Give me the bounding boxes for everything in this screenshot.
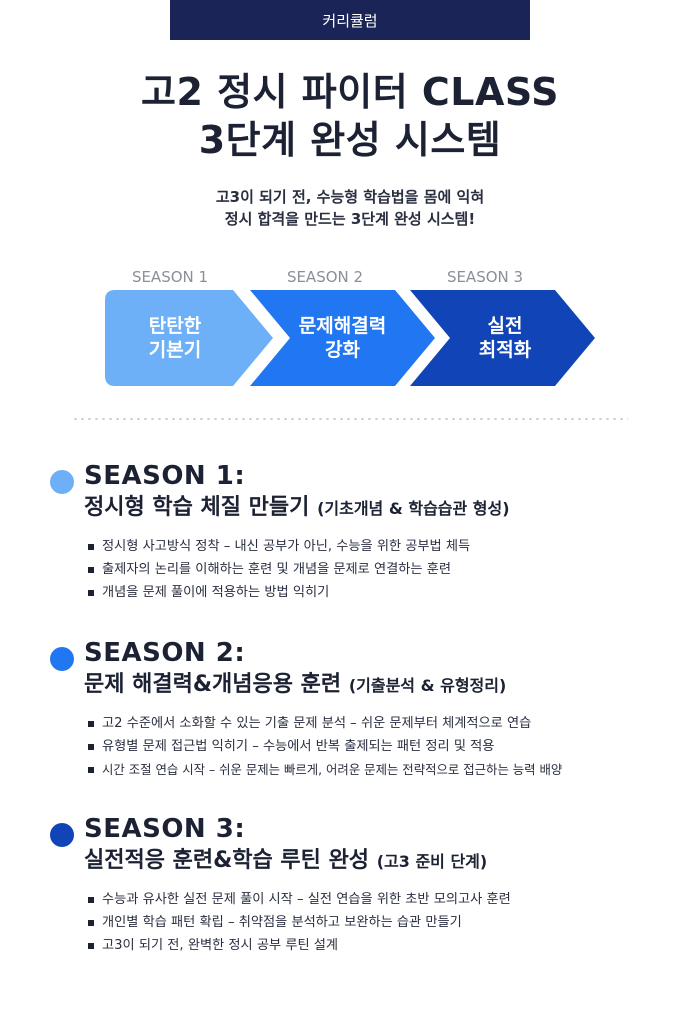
list-item: 시간 조절 연습 시작 – 쉬운 문제는 빠르게, 어려운 문제는 전략적으로 … <box>88 758 670 781</box>
season-flow: 탄탄한 기본기 문제해결력 강화 실전 최적화 <box>105 290 605 386</box>
season-2-label: SEASON 2: <box>84 638 246 668</box>
season-3-title-main: 실전적응 훈련&학습 루틴 완성 <box>84 848 370 873</box>
season-2-bullets: 고2 수준에서 소화할 수 있는 기출 문제 분석 – 쉬운 문제부터 체계적으… <box>50 712 670 781</box>
season-labels: SEASON 1 SEASON 2 SEASON 3 <box>0 268 700 288</box>
list-item: 고3이 되기 전, 완벽한 정시 공부 루틴 설계 <box>88 934 670 957</box>
season-3-section: SEASON 3: 실전적응 훈련&학습 루틴 완성 (고3 준비 단계) 수능… <box>50 813 670 957</box>
subtitle-line-1: 고3이 되기 전, 수능형 학습법을 몸에 익혀 <box>215 188 485 206</box>
list-item: 수능과 유사한 실전 문제 풀이 시작 – 실전 연습을 위한 초반 모의고사 … <box>88 888 670 911</box>
list-item: 개인별 학습 패턴 확립 – 취약점을 분석하고 보완하는 습관 만들기 <box>88 911 670 934</box>
season-2-section: SEASON 2: 문제 해결력&개념응용 훈련 (기출분석 & 유형정리) 고… <box>50 637 670 781</box>
flow-3-line-1: 실전 <box>487 315 523 337</box>
flow-text-3: 실전 최적화 <box>435 290 575 386</box>
season-1-label: SEASON 1: <box>84 461 246 491</box>
title-line-2: 3단계 완성 시스템 <box>198 118 502 162</box>
list-item: 정시형 사고방식 정착 – 내신 공부가 아닌, 수능을 위한 공부법 체득 <box>88 535 670 558</box>
flow-text-1: 탄탄한 기본기 <box>105 290 245 386</box>
list-item: 출제자의 논리를 이해하는 훈련 및 개념을 문제로 연결하는 훈련 <box>88 558 670 581</box>
season-label-1: SEASON 1 <box>131 268 209 286</box>
flow-arrow-1 <box>105 290 273 386</box>
season-3-bullets: 수능과 유사한 실전 문제 풀이 시작 – 실전 연습을 위한 초반 모의고사 … <box>50 888 670 957</box>
season-1-bullets: 정시형 사고방식 정착 – 내신 공부가 아닌, 수능을 위한 공부법 체득 출… <box>50 535 670 604</box>
season-3-title-sub: (고3 준비 단계) <box>376 852 488 871</box>
dotted-divider <box>72 418 628 420</box>
list-item: 개념을 문제 풀이에 적용하는 방법 익히기 <box>88 581 670 604</box>
flow-arrows <box>105 290 595 386</box>
page-subtitle: 고3이 되기 전, 수능형 학습법을 몸에 익혀 정시 합격을 만드는 3단계 … <box>0 186 700 230</box>
season-2-dot <box>50 647 74 671</box>
subtitle-line-2: 정시 합격을 만드는 3단계 완성 시스템! <box>224 210 476 228</box>
flow-3-line-2: 최적화 <box>478 339 532 361</box>
flow-2-line-2: 강화 <box>325 339 360 361</box>
flow-text-2: 문제해결력 강화 <box>270 290 415 386</box>
list-item: 유형별 문제 접근법 익히기 – 수능에서 반복 출제되는 패턴 정리 및 적용 <box>88 735 670 758</box>
season-3-title: 실전적응 훈련&학습 루틴 완성 (고3 준비 단계) <box>84 845 670 878</box>
season-label-2: SEASON 2 <box>286 268 364 286</box>
page-title: 고2 정시 파이터 CLASS 3단계 완성 시스템 <box>0 68 700 164</box>
season-2-title-sub: (기출분석 & 유형정리) <box>348 676 507 695</box>
flow-2-line-1: 문제해결력 <box>298 315 387 337</box>
flow-arrow-3 <box>410 290 595 386</box>
curriculum-badge: 커리큘럼 <box>170 0 530 40</box>
season-3-label: SEASON 3: <box>84 814 246 844</box>
list-item: 고2 수준에서 소화할 수 있는 기출 문제 분석 – 쉬운 문제부터 체계적으… <box>88 712 670 735</box>
season-3-dot <box>50 823 74 847</box>
flow-1-line-2: 기본기 <box>148 339 202 361</box>
flow-1-line-1: 탄탄한 <box>148 315 202 337</box>
season-1-title: 정시형 학습 체질 만들기 (기초개념 & 학습습관 형성) <box>84 492 670 525</box>
season-2-title-main: 문제 해결력&개념응용 훈련 <box>84 672 342 697</box>
season-1-title-main: 정시형 학습 체질 만들기 <box>84 495 310 520</box>
title-line-1: 고2 정시 파이터 CLASS <box>141 70 559 114</box>
season-1-dot <box>50 470 74 494</box>
flow-arrow-2 <box>250 290 435 386</box>
season-label-3: SEASON 3 <box>446 268 524 286</box>
season-1-section: SEASON 1: 정시형 학습 체질 만들기 (기초개념 & 학습습관 형성)… <box>50 460 670 604</box>
season-1-title-sub: (기초개념 & 학습습관 형성) <box>317 499 510 518</box>
season-2-title: 문제 해결력&개념응용 훈련 (기출분석 & 유형정리) <box>84 669 670 702</box>
